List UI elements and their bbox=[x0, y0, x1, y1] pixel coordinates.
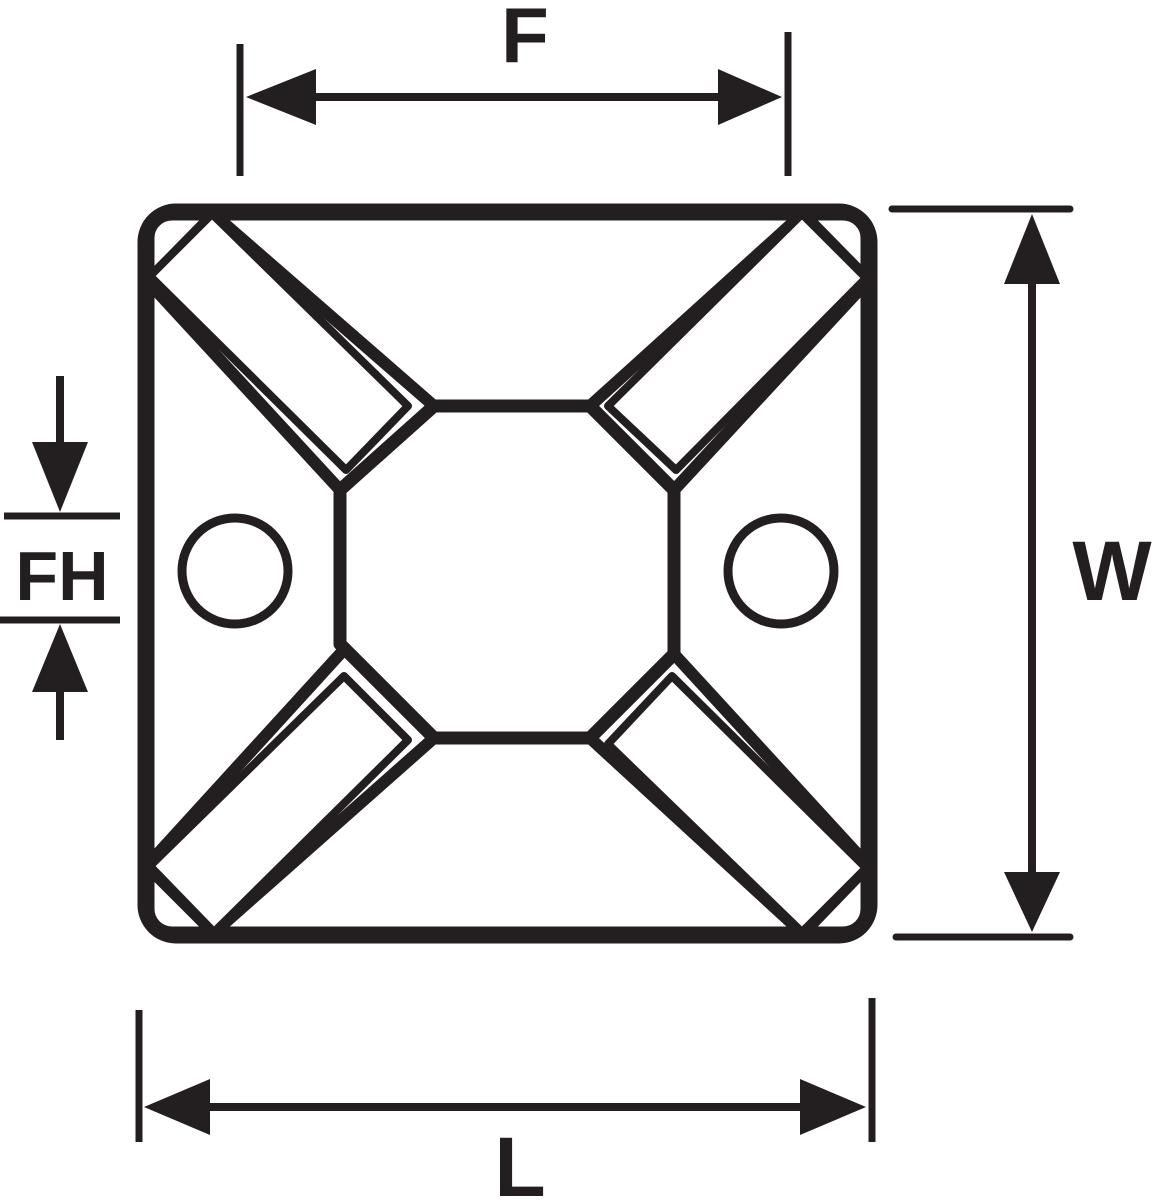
rib-bottom-left bbox=[146, 648, 346, 866]
rib-top-left-b bbox=[146, 280, 346, 496]
mounting-hole-left bbox=[177, 513, 293, 629]
dimension-w bbox=[888, 205, 1074, 941]
diagonal-tie-channel-bottom-left bbox=[146, 672, 412, 936]
dimension-f bbox=[236, 32, 792, 176]
outer-base-square bbox=[137, 203, 878, 944]
dimension-label-f: F bbox=[501, 0, 549, 79]
diagonal-tie-channel-bottom-right bbox=[604, 672, 870, 936]
rib-bottom-right-b bbox=[668, 648, 869, 866]
dimension-label-fh: FH bbox=[15, 537, 108, 615]
dimension-label-l: L bbox=[494, 1120, 545, 1200]
mounting-hole-right bbox=[723, 513, 839, 629]
dimension-fh bbox=[0, 376, 120, 740]
dimension-l bbox=[135, 998, 876, 1142]
dimension-label-w: W bbox=[1072, 524, 1152, 618]
diagonal-tie-channel-top-right bbox=[604, 210, 870, 474]
rib-top-left bbox=[212, 212, 440, 412]
diagonal-tie-channel-top-left bbox=[146, 210, 412, 474]
inner-rim bbox=[149, 215, 866, 932]
rib-top-right-b bbox=[668, 280, 869, 496]
center-octagon bbox=[333, 399, 681, 745]
